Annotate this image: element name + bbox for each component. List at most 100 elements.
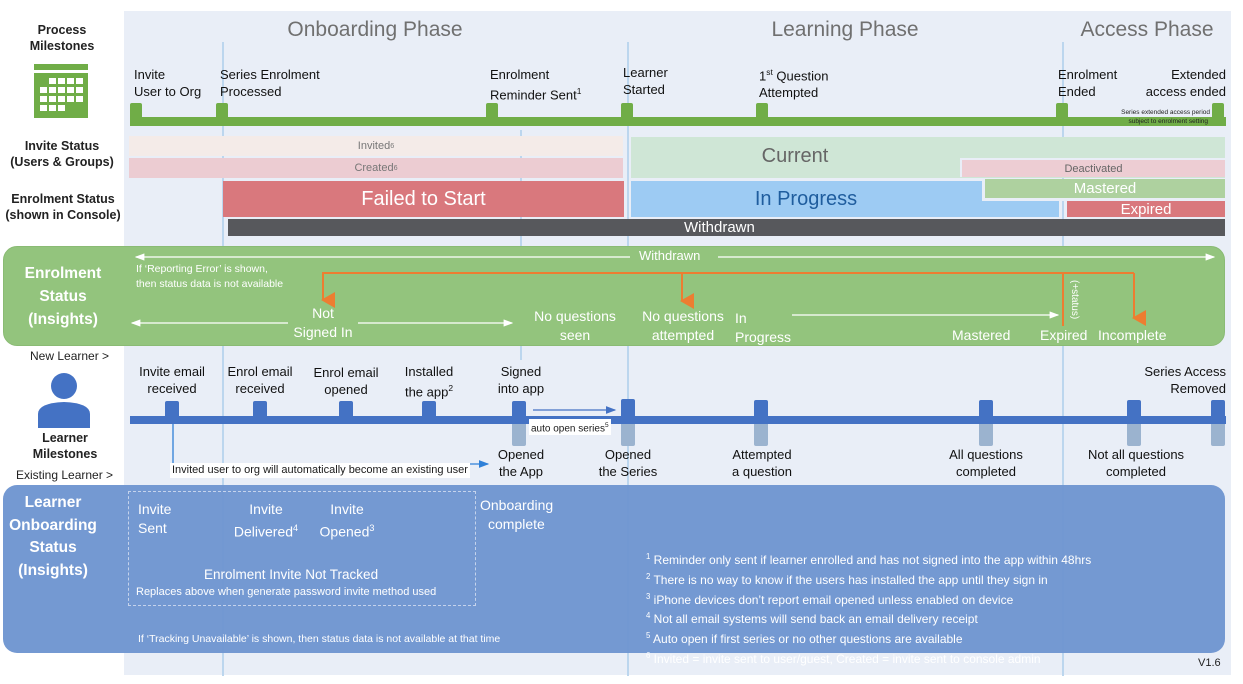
invite-status-current-label: Current: [761, 145, 829, 167]
label-invite-status: Invite Status (Users & Groups): [4, 138, 120, 170]
process-timeline-bar: [130, 117, 1226, 126]
enrolment-status-title: Enrolment Status: [11, 192, 115, 206]
label-process-milestones: Process Milestones: [29, 23, 95, 53]
milestone-tick: [1056, 103, 1068, 120]
reporting-error-note: If ‘Reporting Error’ is shown, then stat…: [136, 263, 284, 290]
learner-tick: [621, 399, 635, 417]
learner-tick: [1211, 400, 1225, 418]
milestone-tick: [216, 103, 228, 120]
learner-timeline-bar: [130, 416, 1226, 424]
learner-tick: [1127, 400, 1141, 418]
invited-user-note: Invited user to org will automatically b…: [170, 463, 470, 478]
footnote: 6 Invited = invite sent to user/guest, C…: [646, 650, 1041, 666]
enrolment-invite-not-tracked: Enrolment Invite Not Tracked: [204, 567, 379, 582]
orange-arrow-not-signed-in: [321, 272, 1134, 308]
insights-withdrawn-label: Withdrawn: [636, 248, 704, 263]
status-expired: Expired: [1040, 327, 1088, 343]
status-incomplete: Incomplete: [1098, 327, 1167, 343]
phase-divider-enrolment: [222, 42, 224, 676]
footnote: 1 Reminder only sent if learner enrolled…: [646, 552, 1092, 567]
invite-status-deactivated: Deactivated: [960, 158, 1225, 177]
phase-divider-learning: [627, 42, 629, 676]
milestone-tick: [486, 103, 498, 120]
enrolment-status-in-progress-label: In Progress: [754, 188, 858, 210]
label-enrolment-status-console: Enrolment Status (shown in Console): [2, 191, 124, 223]
learner-tick-lower: [1211, 424, 1225, 446]
learner-tick: [253, 401, 267, 419]
learner-tick: [165, 401, 179, 419]
milestone-tick: [621, 103, 633, 120]
footnote: 2 There is no way to know if the users h…: [646, 571, 1048, 587]
enrolment-status-mastered: Mastered: [982, 179, 1225, 201]
enrolment-status-withdrawn: [228, 219, 1225, 236]
phase-divider-access: [1062, 42, 1064, 676]
auto-open-series-label: auto open series5: [529, 419, 611, 436]
learner-tick-lower: [621, 424, 635, 446]
enrolment-status-failed: Failed to Start: [223, 181, 624, 217]
learner-tick: [979, 400, 993, 418]
footnote: 3 iPhone devices don’t report email open…: [646, 591, 1014, 607]
enrolment-status-withdrawn-label: Withdrawn: [684, 219, 755, 236]
learner-tick-lower: [979, 424, 993, 446]
replaces-above-note: Replaces above when generate password in…: [136, 586, 437, 598]
version-label: V1.6: [1198, 657, 1221, 669]
invite-status-subtitle: (Users & Groups): [10, 155, 114, 169]
learner-tick-lower: [1127, 424, 1141, 446]
learner-tick: [422, 401, 436, 419]
enrolment-status-subtitle: (shown in Console): [5, 208, 121, 222]
footnote: 5 Auto open if first series or no other …: [646, 631, 963, 647]
milestone-tick: [756, 103, 768, 120]
learner-tick-lower: [512, 424, 526, 446]
learner-tick-lower: [754, 424, 768, 446]
phase-title-onboarding: Onboarding Phase: [287, 18, 463, 41]
phase-title-access: Access Phase: [1080, 18, 1214, 41]
learner-tick: [754, 400, 768, 418]
calendar-icon: [34, 64, 88, 118]
learner-tick: [339, 401, 353, 419]
enrolment-insights-label: Enrolment Status (Insights): [24, 265, 102, 328]
enrolment-insights-panel: [3, 246, 1225, 346]
phase-divider-reminder: [520, 130, 522, 360]
new-learner-label: New Learner >: [30, 349, 110, 363]
footnote: 4 Not all email systems will send back a…: [646, 611, 978, 627]
status-mastered: Mastered: [952, 327, 1011, 343]
plus-status-label: (+status): [1069, 280, 1080, 320]
phase-title-learning: Learning Phase: [771, 18, 919, 41]
milestone-tick: [130, 103, 142, 120]
learner-tick: [512, 401, 526, 419]
not-tracked-box: [128, 491, 476, 606]
enrolment-status-expired: Expired: [1067, 201, 1225, 218]
onboarding-insights-panel: [3, 485, 1225, 653]
tracking-unavailable-note: If ‘Tracking Unavailable’ is shown, then…: [138, 633, 501, 645]
onboarding-insights-label: Learner Onboarding Status (Insights): [9, 494, 97, 579]
footnotes: 1 Reminder only sent if learner enrolled…: [646, 549, 1091, 668]
